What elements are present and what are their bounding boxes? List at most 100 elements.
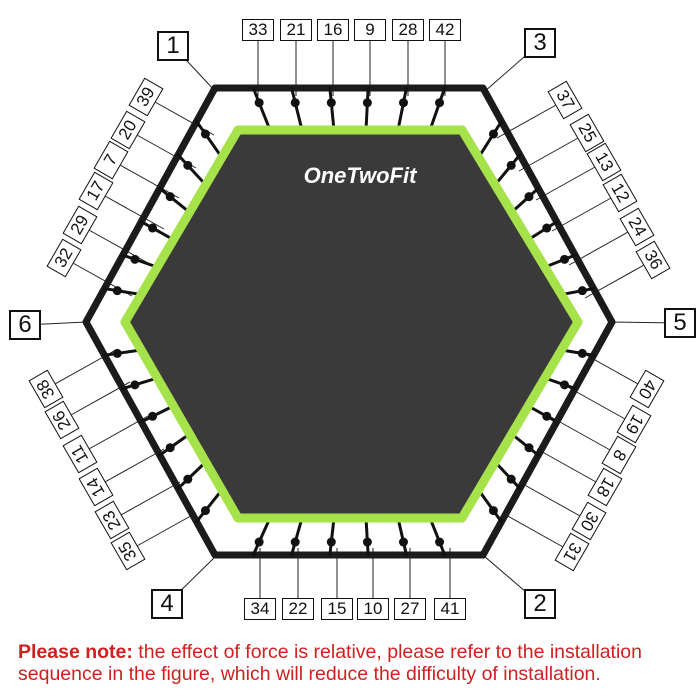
spring-label-top: 33 [242,19,274,41]
trampoline-mat [120,125,583,523]
spring-hook [290,98,300,108]
spring [364,516,370,557]
leader-line [535,161,605,201]
leader-line [536,448,606,488]
spring-hook [577,348,587,358]
spring [195,488,224,524]
leader-line [61,381,131,421]
note-prefix: Please note: [18,641,133,663]
spring-hook [542,223,552,233]
spring-hook [362,98,372,108]
spring [510,186,540,214]
spring-hook [435,98,445,108]
leader-line [127,512,197,552]
leader-line [95,190,165,230]
spring [290,516,304,557]
spring [526,220,559,242]
spring-hook [148,223,158,233]
leg-label-top-left: 1 [157,31,189,61]
spring [477,119,503,159]
spring [139,220,175,242]
spring [559,348,596,357]
spring-label-top: 16 [317,19,349,41]
spring-hook [560,380,570,390]
spring [559,287,596,297]
leg-label-bottom-left: 4 [151,589,183,619]
spring [328,86,336,132]
spring-hook [524,443,534,453]
spring [477,488,503,524]
leader-line [111,481,181,521]
spring [102,348,143,357]
spring-hook [130,380,140,390]
frame-outer-rim [82,84,616,559]
spring-hook [326,537,336,547]
spring-label-bottom: 15 [321,598,353,620]
leader-line [550,416,620,456]
spring [251,86,272,132]
spring-hook [290,537,300,547]
spring-label-top: 9 [354,19,386,41]
spring-hook [362,537,372,547]
note-text: the effect of force is relative, please … [18,641,642,685]
leader-line [79,415,149,455]
spring-hook [183,474,193,484]
spring-hook [326,98,336,108]
spring-hook [130,254,140,264]
spring [526,404,559,424]
spring-hook [254,537,264,547]
installation-note: Please note: the effect of force is rela… [18,641,688,685]
spring [493,153,522,187]
spring-hook [506,160,516,170]
spring [121,376,159,391]
spring [428,86,447,132]
spring [396,516,408,557]
leg-label-left: 6 [9,310,41,340]
spring-hook [398,98,408,108]
spring [364,86,370,132]
spring [543,376,577,391]
leader-line [110,159,180,199]
springs [102,86,596,557]
spring [396,86,408,132]
spring-label-bottom: 41 [434,598,466,620]
spring [195,119,224,159]
spring [121,253,159,269]
spring-label-bottom: 22 [282,598,314,620]
leader-line [565,385,635,425]
spring-label-top: 28 [392,19,424,41]
leader-line [503,513,573,553]
spring-hook [112,348,122,358]
spring-hook [435,537,445,547]
leg-label-right: 5 [664,308,696,338]
leader-line [520,482,590,522]
spring [510,432,540,457]
spring [543,253,577,269]
spring-hook [506,474,516,484]
spring-label-bottom: 10 [357,598,389,620]
spring [290,86,304,132]
spring-hook [488,506,498,516]
spring [328,516,336,557]
spring [176,153,208,187]
spring-label-bottom: 27 [394,598,426,620]
spring-hook [148,411,158,421]
spring-hook [200,129,210,139]
spring [176,460,208,490]
spring [102,287,143,297]
spring-hook [560,254,570,264]
spring-hook [254,98,264,108]
spring-hook [524,192,534,202]
mat-surface [120,125,583,523]
leader-line [518,132,588,172]
spring-hook [488,129,498,139]
spring [158,186,192,214]
brand-logo-text: OneTwoFit [304,163,419,188]
spring [158,432,192,457]
spring [428,516,447,557]
spring-hook [183,160,193,170]
spring-hook [577,286,587,296]
spring-hook [112,286,122,296]
spring [251,516,272,557]
